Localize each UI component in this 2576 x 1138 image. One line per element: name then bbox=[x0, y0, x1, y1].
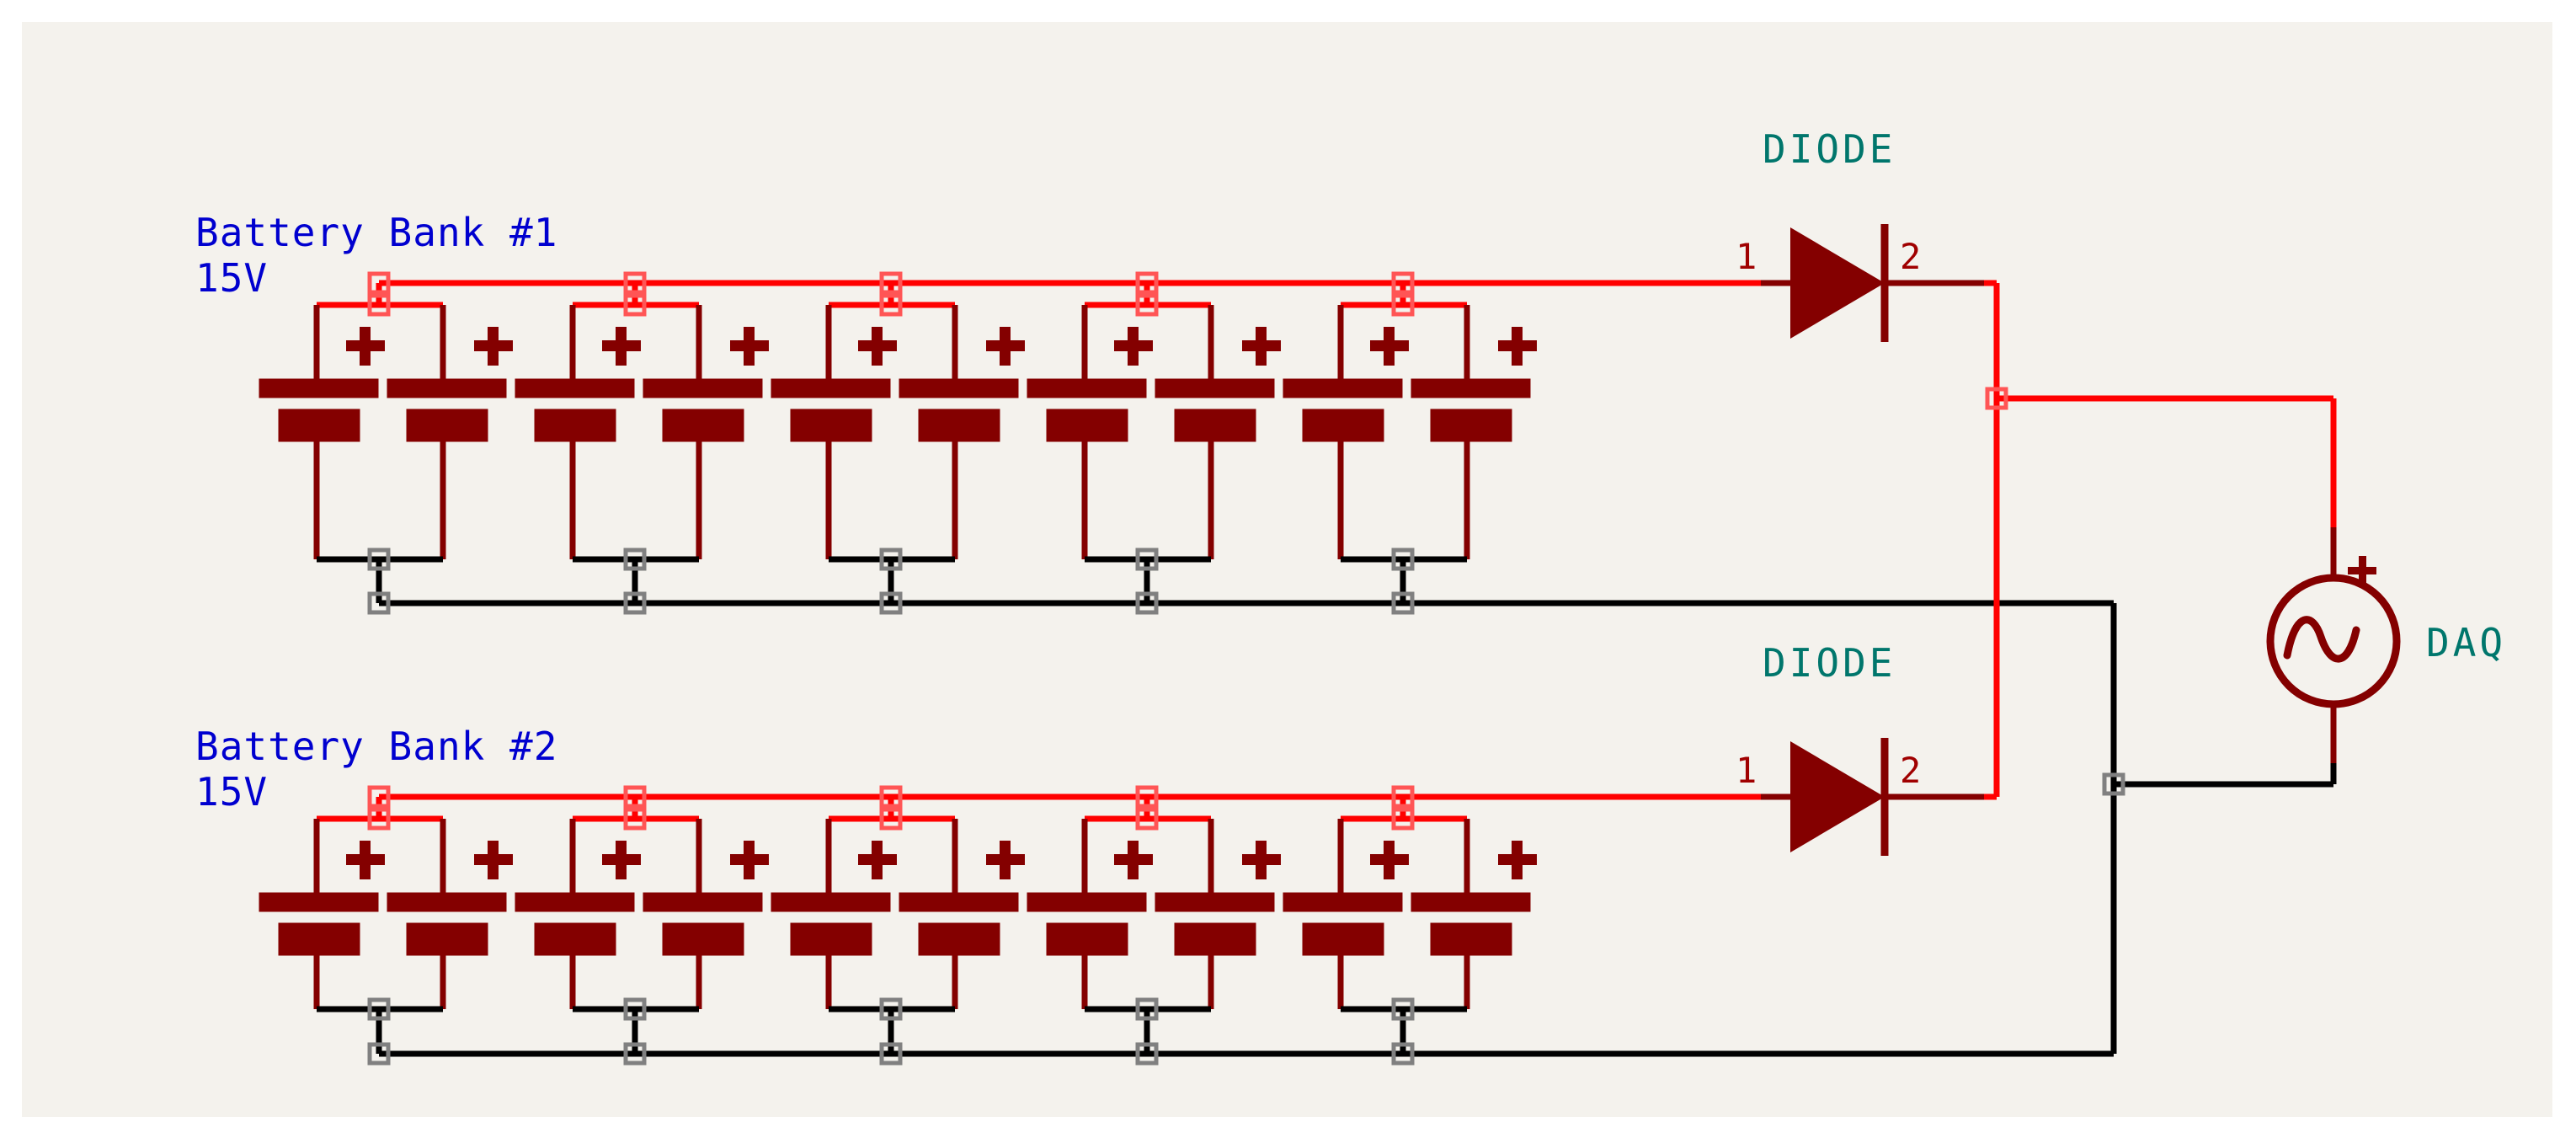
daq-label: DAQ bbox=[2426, 620, 2507, 665]
bank1-name-label: Battery Bank #1 bbox=[195, 210, 558, 255]
diode-1-label: DIODE bbox=[1763, 126, 1896, 172]
bank1-cells bbox=[259, 305, 1531, 559]
daq-positive-mark-glyph bbox=[2348, 556, 2376, 585]
bank2-ground-bus bbox=[317, 1006, 2114, 1057]
diode-2-pin-1-number: 1 bbox=[1736, 750, 1757, 791]
bank2-cells bbox=[259, 819, 1531, 1009]
bank2-voltage-label: 15V bbox=[195, 769, 269, 815]
cell-polarity-marks bbox=[346, 327, 1537, 879]
bank2-name-label: Battery Bank #2 bbox=[195, 724, 558, 769]
diode-2-symbol bbox=[1716, 738, 1997, 856]
schematic-canvas: Battery Bank #1 15V Battery Bank #2 15V … bbox=[22, 22, 2552, 1117]
diode-1-symbol bbox=[1716, 224, 1997, 342]
bank2-positive-bus bbox=[317, 793, 1716, 822]
diode-2-label: DIODE bbox=[1763, 640, 1896, 686]
junction-markers-positive bbox=[367, 271, 2008, 831]
bank1-positive-bus bbox=[317, 280, 1716, 308]
daq-symbol bbox=[2114, 574, 2401, 788]
diode-1-pin-1-number: 1 bbox=[1736, 236, 1757, 277]
bank1-voltage-label: 15V bbox=[195, 255, 269, 301]
diode-output-net bbox=[1993, 283, 2337, 797]
junction-markers-ground bbox=[367, 548, 2125, 1066]
schematic-drawing bbox=[259, 224, 2401, 1066]
diode-1-pin-2-number: 2 bbox=[1900, 236, 1922, 277]
diode-2-pin-2-number: 2 bbox=[1900, 750, 1922, 791]
